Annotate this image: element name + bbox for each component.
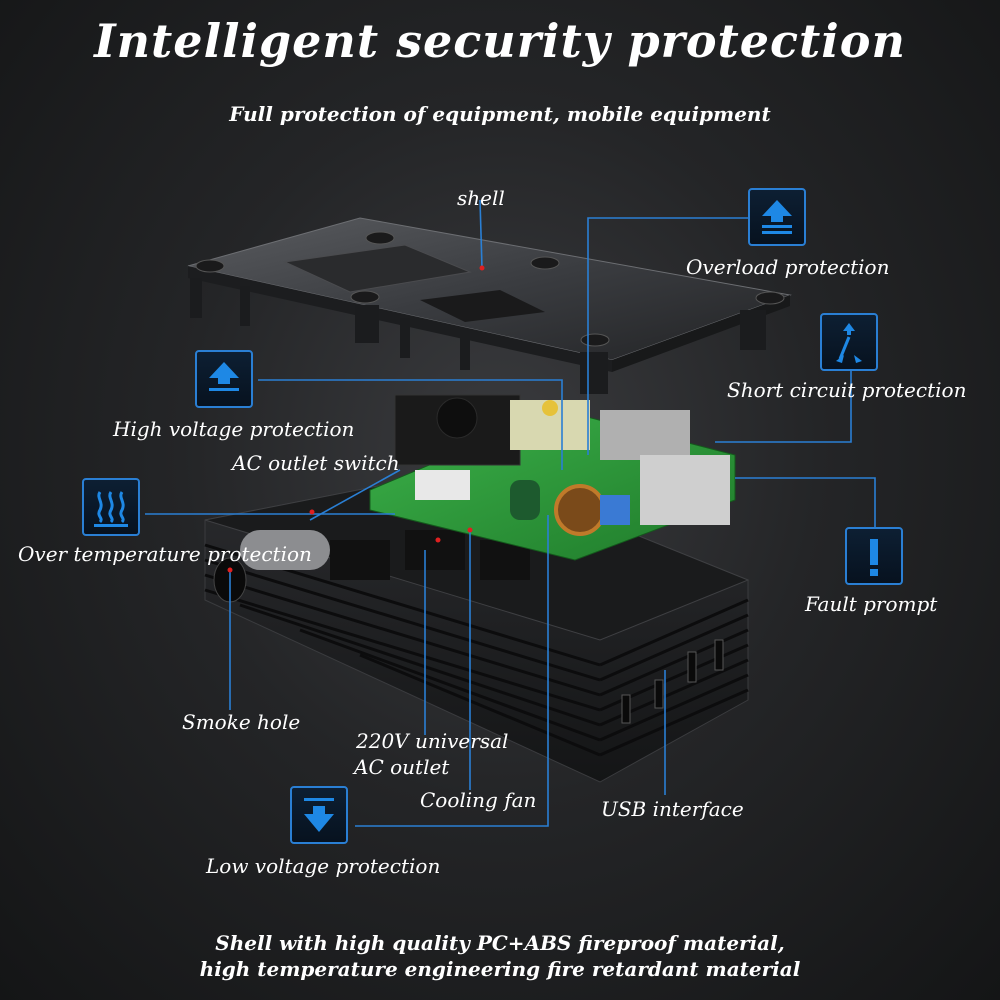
label-fault-prompt: Fault prompt [805,592,938,616]
label-220v-universal: 220V universal [356,729,509,753]
label-ac-outlet: AC outlet [354,755,450,779]
page-title: Intelligent security protection [94,14,906,68]
leader-lines [145,199,876,827]
over-temperature-icon-box [82,478,140,536]
label-usb-interface: USB interface [601,797,744,821]
fault-prompt-icon-box [845,527,903,585]
arrow-up-lines-icon [209,362,239,391]
label-smoke-hole: Smoke hole [182,710,301,734]
lightning-arrows-icon [836,323,862,363]
label-low-voltage-protection: Low voltage protection [206,854,441,878]
overload-icon-box [748,188,806,246]
label-shell: shell [457,186,505,210]
exclamation-icon [870,539,878,576]
footer-line-2: high temperature engineering fire retard… [199,957,801,981]
footer-note: Shell with high quality PC+ABS fireproof… [0,930,1000,982]
high-voltage-icon-box [195,350,253,408]
heat-waves-icon [94,491,128,527]
label-short-circuit-protection: Short circuit protection [727,378,967,402]
label-high-voltage-protection: High voltage protection [113,417,355,441]
label-cooling-fan: Cooling fan [420,788,537,812]
short-circuit-icon-box [820,313,878,371]
label-ac-outlet-switch: AC outlet switch [232,451,400,475]
shell-lid [187,217,792,394]
label-over-temperature-protection: Over temperature protection [18,542,312,566]
arrow-up-lines-icon [762,200,792,234]
footer-line-1: Shell with high quality PC+ABS fireproof… [215,931,785,955]
label-overload-protection: Overload protection [686,255,890,279]
page-subtitle: Full protection of equipment, mobile equ… [229,102,771,126]
low-voltage-icon-box [290,786,348,844]
circuit-board [369,394,736,561]
arrow-down-icon [304,798,334,832]
